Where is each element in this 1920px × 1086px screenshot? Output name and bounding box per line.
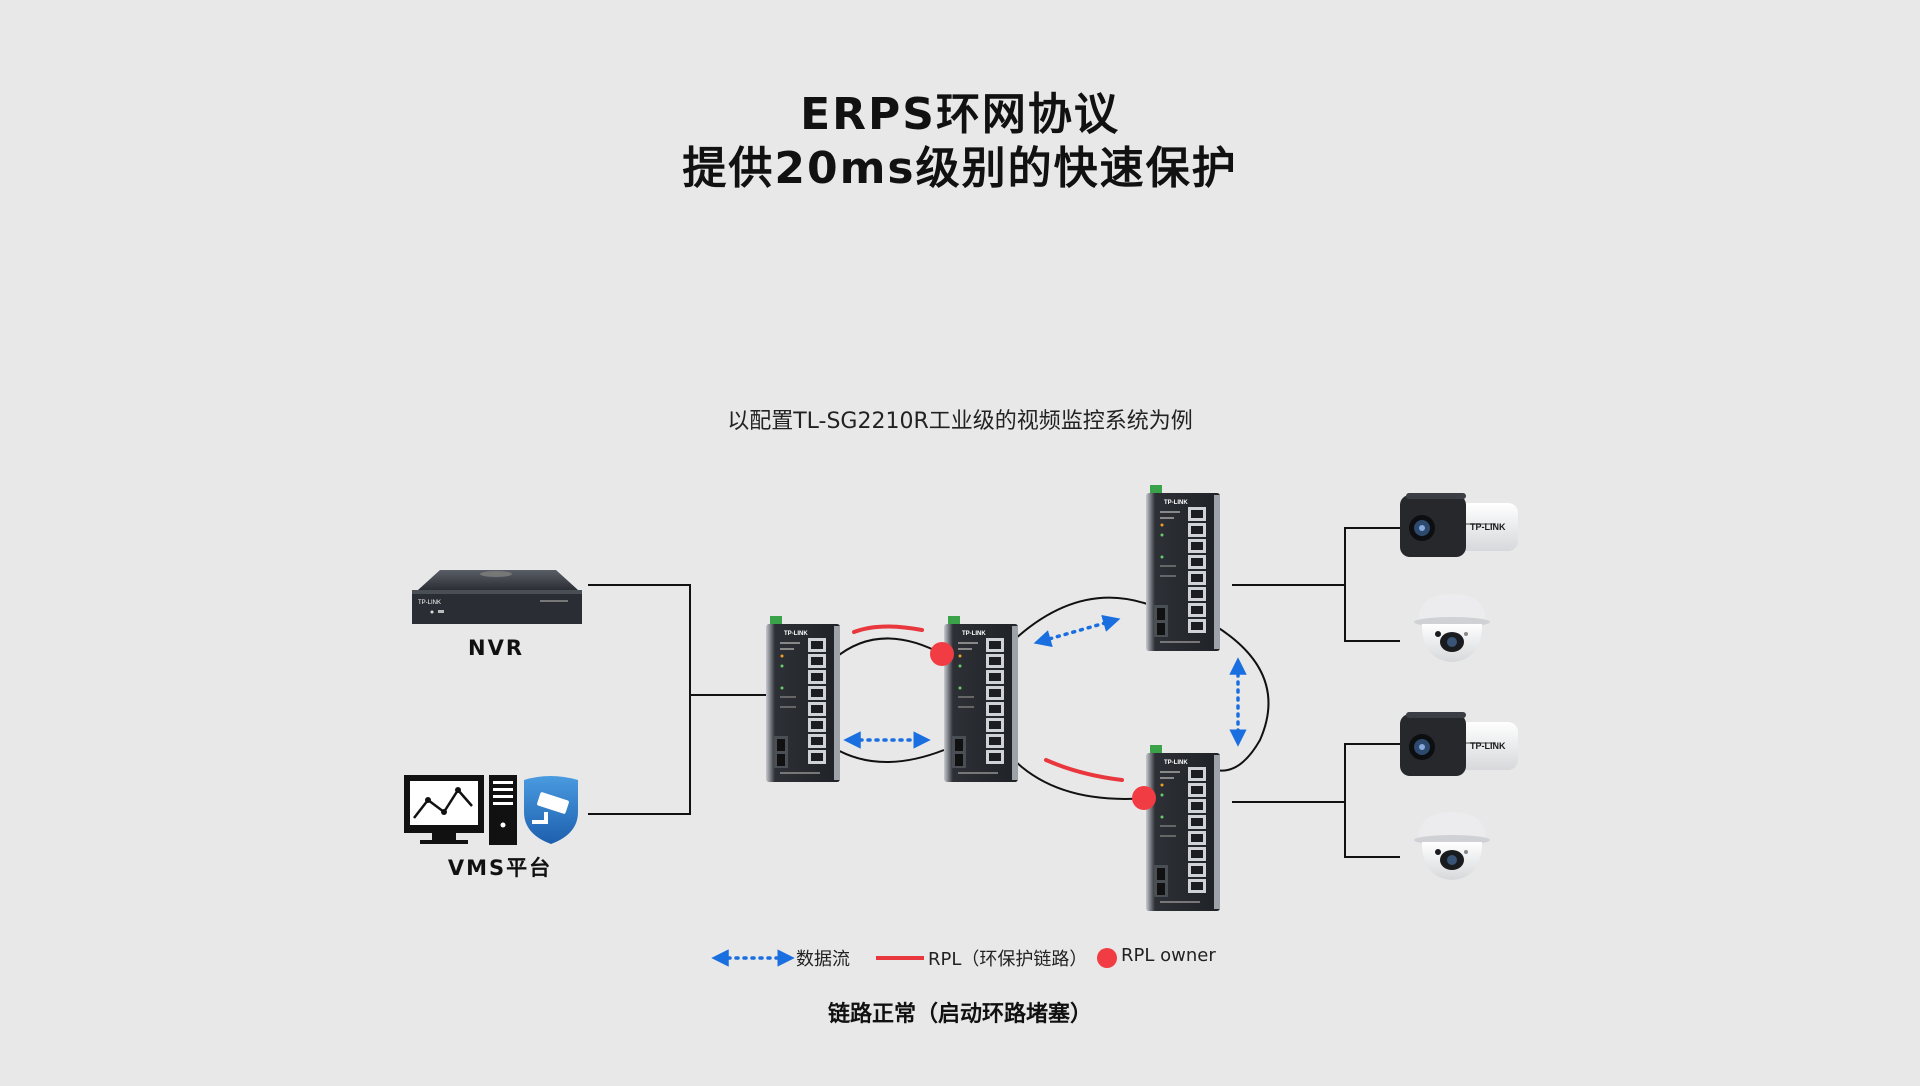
switch3-camera-bracket: [1344, 527, 1400, 642]
legend-data-flow-label: 数据流: [796, 949, 850, 970]
connection-lines: [588, 527, 1400, 858]
data-flow-s2-s3: [1033, 614, 1121, 648]
nvr-device: TP-LINK: [412, 570, 582, 624]
legend-rpl-owner-label: RPL owner: [1121, 945, 1216, 966]
ring-link-s1-s2-bottom: [833, 747, 945, 763]
vms-platform-device: [404, 775, 578, 845]
rpl-owner-switch-2: [930, 642, 954, 666]
switch-2: [944, 616, 1018, 782]
ring-links: [833, 596, 1270, 800]
dome-camera-2: [1414, 812, 1490, 880]
ring-link-s1-s2-top: [833, 637, 945, 660]
diagram-subtitle: 以配置TL-SG2210R工业级的视频监控系统为例: [727, 409, 1193, 434]
title-line-2: 提供20ms级别的快速保护: [682, 143, 1238, 194]
switch-3: [1146, 485, 1220, 651]
ring-link-s3-s4: [1213, 624, 1270, 772]
nvr-link: [588, 584, 691, 695]
svg-text:TP-LINK: TP-LINK: [1470, 522, 1506, 532]
status-caption: 链路正常（启动环路堵塞）: [827, 1002, 1092, 1027]
vms-link: [588, 695, 691, 815]
switch4-camera-bracket: [1344, 743, 1400, 858]
dome-camera-1: [1414, 594, 1490, 662]
vms-label: VMS平台: [447, 856, 553, 880]
svg-text:TP-LINK: TP-LINK: [418, 600, 441, 606]
svg-text:TP-LINK: TP-LINK: [1470, 741, 1506, 751]
rpl-segment-s2-s4: [1044, 758, 1124, 782]
ring-link-s2-s3: [1013, 596, 1151, 641]
rpl-owner-switch-4: [1132, 786, 1156, 810]
rpl-segment-s1-s2: [852, 624, 924, 634]
legend-rpl-owner-marker: [1097, 948, 1117, 968]
switch-1: [766, 616, 840, 782]
legend-rpl-label: RPL（环保护链路）: [928, 949, 1088, 970]
nvr-label: NVR: [468, 636, 524, 660]
switch-4: [1146, 745, 1220, 911]
title-line-1: ERPS环网协议: [800, 89, 1120, 140]
ring-link-s2-s4: [1013, 759, 1149, 800]
